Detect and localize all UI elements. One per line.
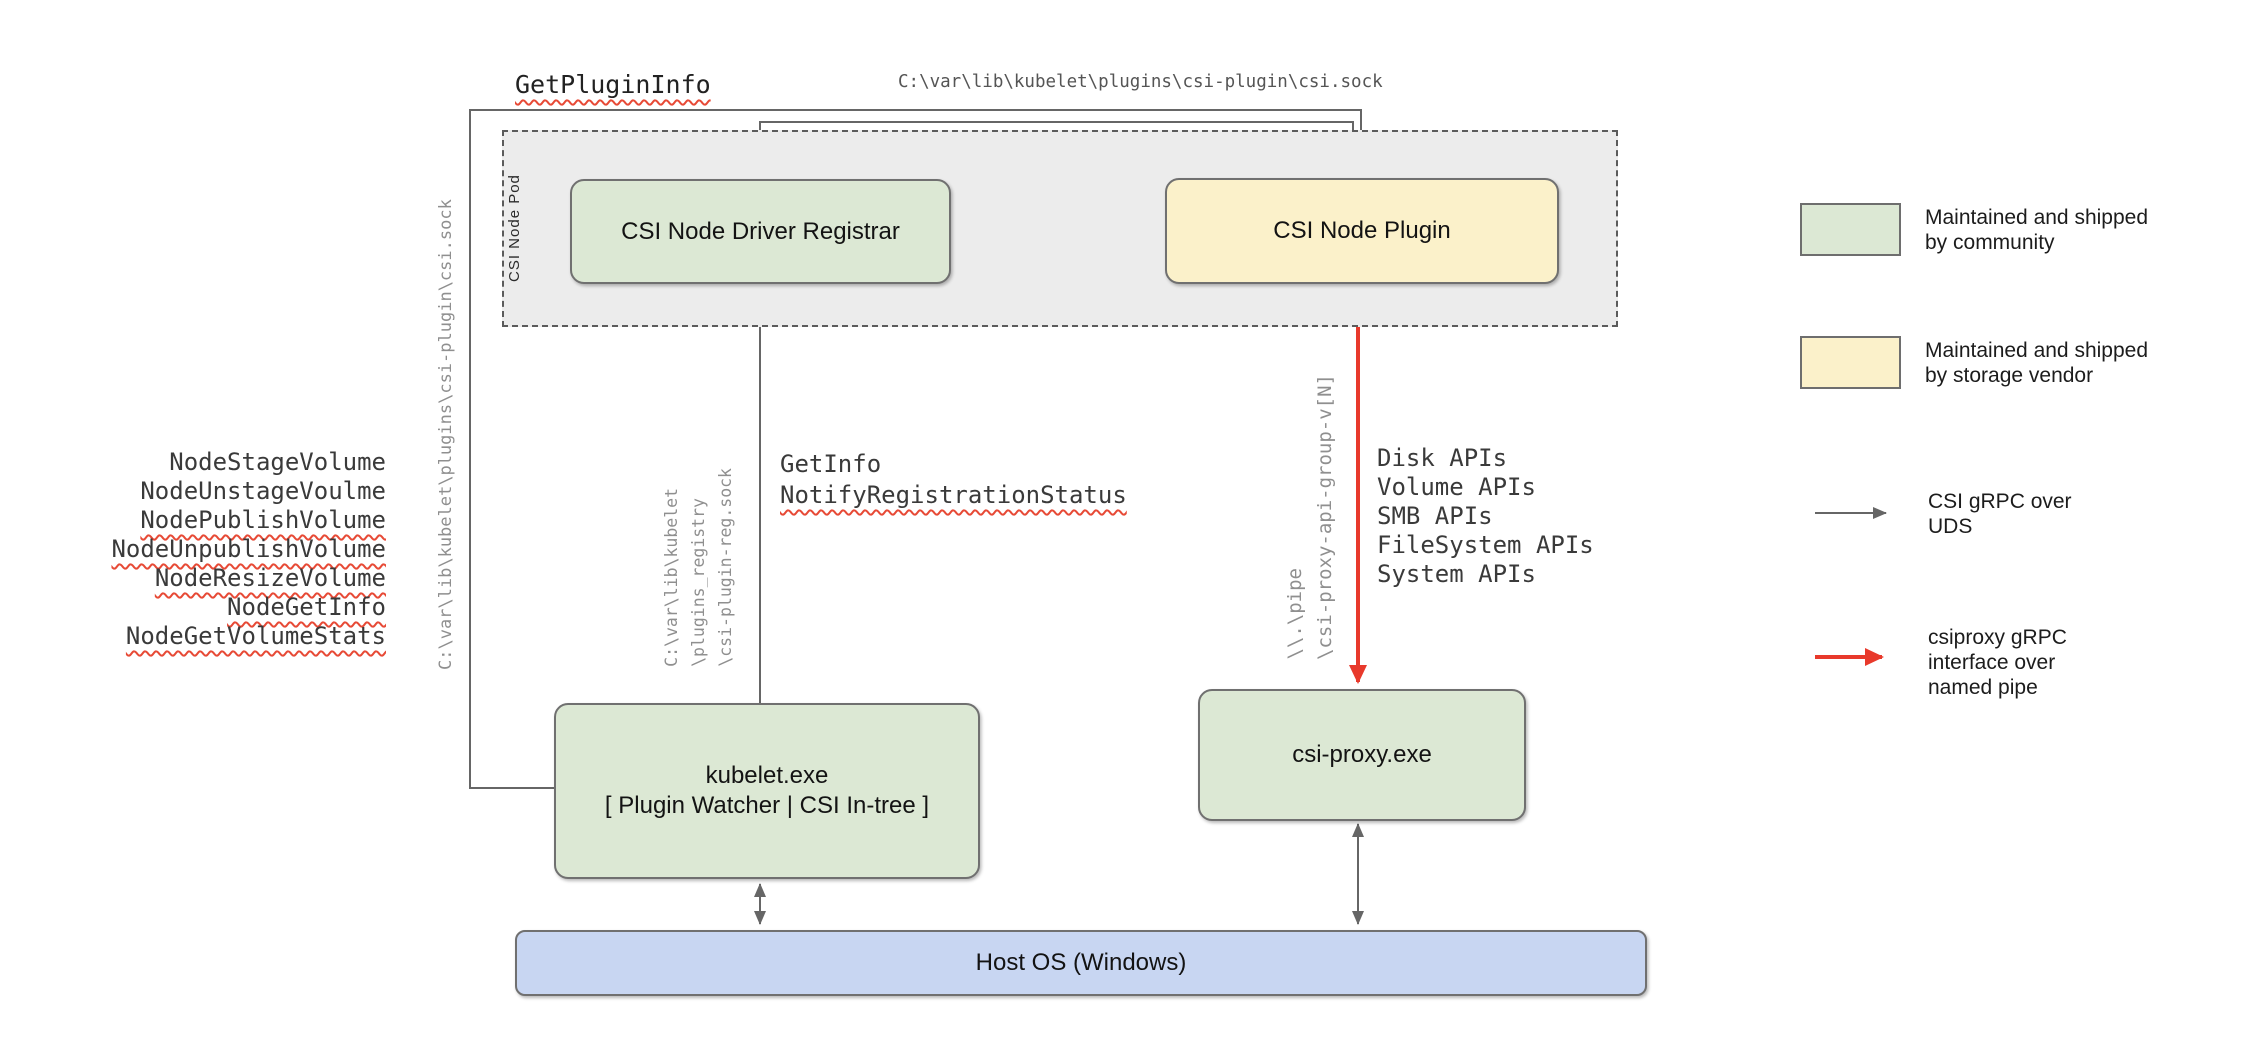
node-call-item: NodeResizeVolume xyxy=(154,564,386,592)
proxy-api-item: System APIs xyxy=(1377,560,1536,588)
csi-proxy-label: csi-proxy.exe xyxy=(1292,741,1432,768)
node-call-item: NodeUnstageVoulme xyxy=(140,477,386,505)
plugin-label: CSI Node Plugin xyxy=(1273,217,1451,244)
proxy-api-list: Disk APIs Volume APIs SMB APIs FileSyste… xyxy=(1377,444,1594,589)
label-csi-sock-path-left: C:\var\lib\kubelet\plugins\csi-plugin\cs… xyxy=(436,199,456,670)
node-call-item: NodeGetVolumeStats xyxy=(125,622,386,650)
legend-uds-text: CSI gRPC over UDS xyxy=(1928,490,2072,538)
registrar-label: CSI Node Driver Registrar xyxy=(621,217,900,245)
node-call-item: NodeStageVolume xyxy=(169,448,386,476)
pipe-path-line: \\.\pipe xyxy=(1284,568,1306,660)
node-csi-node-driver-registrar: CSI Node Driver Registrar xyxy=(570,179,951,284)
proxy-api-item: FileSystem APIs xyxy=(1377,531,1594,559)
legend-vendor-swatch xyxy=(1800,336,1901,389)
label-pipe-path: \\.\pipe \csi-proxy-api-group-v[N] xyxy=(1284,368,1336,660)
legend-pipe-text: csiproxy gRPC interface over named pipe xyxy=(1928,626,2067,699)
pipe-path-line: \csi-proxy-api-group-v[N] xyxy=(1314,374,1336,660)
node-csi-node-plugin: CSI Node Plugin xyxy=(1165,178,1559,284)
node-calls-list: NodeStageVolume NodeUnstageVoulme NodePu… xyxy=(60,448,386,651)
node-host-os: Host OS (Windows) xyxy=(515,930,1647,996)
host-os-label: Host OS (Windows) xyxy=(975,949,1187,976)
registry-path-line: C:\var\lib\kubelet xyxy=(662,488,681,667)
registration-calls: GetInfo NotifyRegistrationStatus xyxy=(780,449,1127,511)
legend-community-text: Maintained and shipped by community xyxy=(1925,206,2149,254)
legend-vendor-text: Maintained and shipped by storage vendor xyxy=(1925,339,2149,387)
registry-path-line: \plugins_registry xyxy=(689,498,708,667)
node-csi-proxy: csi-proxy.exe xyxy=(1198,689,1526,821)
node-call-item: NodeUnpublishVolume xyxy=(111,535,386,563)
node-call-item: NodePublishVolume xyxy=(140,506,386,534)
label-registry-path: C:\var\lib\kubelet \plugins_registry \cs… xyxy=(662,462,735,667)
label-get-info: GetInfo xyxy=(780,450,882,478)
label-csi-sock-path-top: C:\var\lib\kubelet\plugins\csi-plugin\cs… xyxy=(898,72,1383,92)
node-kubelet: kubelet.exe [ Plugin Watcher | CSI In-tr… xyxy=(554,703,980,879)
proxy-api-item: Volume APIs xyxy=(1377,473,1536,501)
kubelet-label-line2: [ Plugin Watcher | CSI In-tree ] xyxy=(604,792,930,819)
legend-community-swatch xyxy=(1800,203,1901,256)
label-notify-registration-status: NotifyRegistrationStatus xyxy=(780,481,1127,509)
label-get-plugin-info: GetPluginInfo xyxy=(515,70,711,99)
kubelet-label-line1: kubelet.exe xyxy=(705,762,829,789)
registry-path-line: \csi-plugin-reg.sock xyxy=(716,468,735,667)
proxy-api-item: Disk APIs xyxy=(1377,444,1508,472)
node-call-item: NodeGetInfo xyxy=(227,593,386,621)
proxy-api-item: SMB APIs xyxy=(1377,502,1493,530)
csi-node-pod-label: CSI Node Pod xyxy=(506,174,523,283)
